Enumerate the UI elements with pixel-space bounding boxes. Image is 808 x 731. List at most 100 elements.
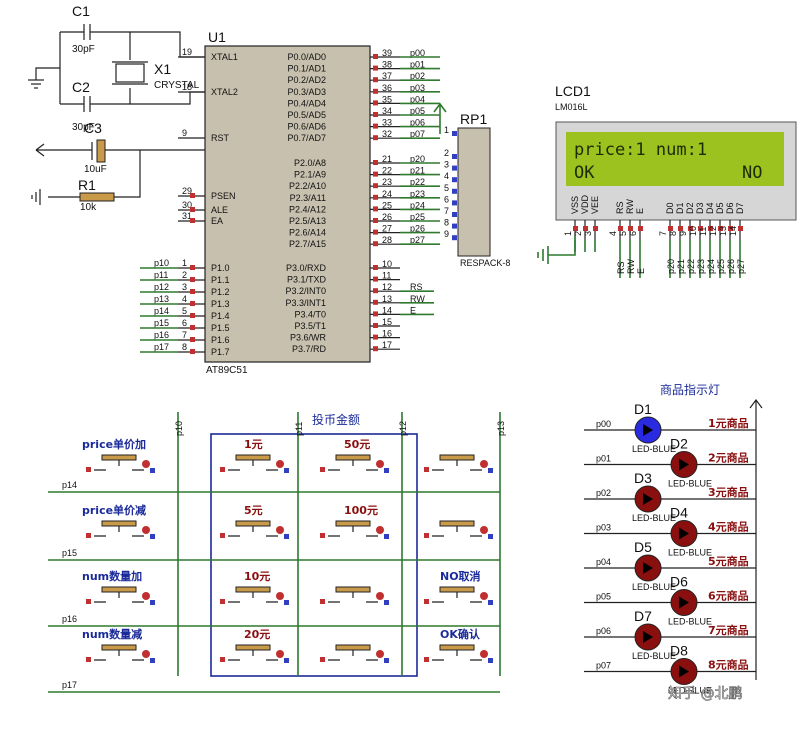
- mcu-pin-name: P2.6/A14: [289, 228, 326, 238]
- keypad-row-label: p17: [62, 680, 77, 690]
- mcu-p1-net: p14: [154, 306, 169, 316]
- led-part: LED-BLUE: [668, 479, 712, 489]
- keypad-row-label: p15: [62, 548, 77, 558]
- lcd-pin-number: 7: [658, 231, 668, 236]
- lcd-pin-number: 2: [573, 231, 583, 236]
- respack-pin-7: 7: [444, 206, 457, 217]
- lcd-ref: LCD1: [555, 83, 591, 99]
- mcu-pin-name: P0.0/AD0: [287, 52, 326, 62]
- mcu-pin-number: 37: [382, 71, 392, 81]
- mcu-pin-name: P1.4: [211, 311, 230, 321]
- lcd-pin-name: VEE: [590, 196, 600, 214]
- respack-pin-number: 2: [444, 148, 449, 158]
- respack-pin-8: 8: [444, 218, 457, 229]
- led-label: 5元商品: [708, 554, 749, 568]
- mcu-pin-number: 1: [182, 258, 187, 268]
- led-part: LED-BLUE: [668, 548, 712, 558]
- x1-value: CRYSTAL: [154, 80, 200, 91]
- mcu-pin-name: P1.2: [211, 287, 230, 297]
- mcu-pin-name: P3.7/RD: [292, 344, 327, 354]
- mcu-pin-name: PSEN: [211, 191, 236, 201]
- mcu-pin-name: P0.5/AD5: [287, 110, 326, 120]
- lcd-net-label: E: [636, 268, 646, 274]
- keypad-switch: 50元: [320, 438, 389, 473]
- led-net-label: p05: [596, 592, 611, 602]
- led-ref: D3: [634, 470, 652, 486]
- keypad-col-label: p12: [398, 421, 408, 436]
- mcu-pin-number: 21: [382, 154, 392, 164]
- mcu-pin-number: 23: [382, 177, 392, 187]
- mcu-net-label: p21: [410, 166, 425, 176]
- led-ref: D2: [670, 436, 688, 452]
- mcu-pin-number: 6: [182, 318, 187, 328]
- lcd-pin-name: D0: [665, 202, 675, 214]
- led-label: 3元商品: [708, 485, 749, 499]
- mcu-pin-name: P1.7: [211, 347, 230, 357]
- mcu-p1-net: p10: [154, 258, 169, 268]
- mcu-net-label: p27: [410, 235, 425, 245]
- led-label: 7元商品: [708, 623, 749, 637]
- mcu-net-label: p07: [410, 129, 425, 139]
- respack-pin-9: 9: [444, 229, 457, 241]
- mcu-pin-name: P3.0/RXD: [286, 263, 327, 273]
- mcu-pin-number: 39: [382, 48, 392, 58]
- mcu-net-label: p03: [410, 83, 425, 93]
- mcu-pin-number: 33: [382, 118, 392, 128]
- mcu-net-label: p20: [410, 154, 425, 164]
- keypad-col-label: p11: [294, 422, 304, 436]
- keypad-switch: num数量加: [82, 569, 155, 605]
- respack-pin-number: 5: [444, 183, 449, 193]
- keypad-row-label: p16: [62, 614, 77, 624]
- mcu-pin-number: 3: [182, 282, 187, 292]
- mcu-pin-name: P1.5: [211, 323, 230, 333]
- lcd-pin-number: 4: [608, 231, 618, 236]
- led-label: 1元商品: [708, 416, 749, 430]
- mcu-pin-name: EA: [211, 216, 223, 226]
- respack-ref: RP1: [460, 111, 487, 127]
- led-net-label: p07: [596, 661, 611, 671]
- mcu-pin-number: 5: [182, 306, 187, 316]
- mcu-pin-number: 36: [382, 83, 392, 93]
- mcu-pin-number: 30: [182, 200, 192, 210]
- led-ref: D4: [670, 505, 688, 521]
- led-net-label: p06: [596, 626, 611, 636]
- c2-value: 30pF: [72, 122, 95, 133]
- mcu-pin-name: P1.3: [211, 299, 230, 309]
- respack-pin-4: 4: [444, 171, 457, 183]
- mcu-pin-number: 29: [182, 186, 192, 196]
- mcu-pin-number: 17: [382, 340, 392, 350]
- respack-pin-5: 5: [444, 183, 457, 194]
- lcd-module: LCD1 LM016L price:1 num:1 OK NO VSS1VDD2…: [537, 83, 797, 278]
- mcu-pin-name: P2.7/A15: [289, 239, 326, 249]
- mcu-pin-name: P3.1/TXD: [287, 275, 327, 285]
- led-part: LED-BLUE: [632, 582, 676, 592]
- mcu-p1-net: p13: [154, 294, 169, 304]
- led-part: LED-BLUE: [632, 651, 676, 661]
- lcd-net-label: p27: [736, 259, 746, 274]
- lcd-pin-number: 6: [628, 231, 638, 236]
- keypad-switch: NO取消: [424, 569, 493, 605]
- c1-value: 30pF: [72, 44, 95, 55]
- mcu-pin-17: P3.7/RD 17: [292, 340, 400, 354]
- mcu-pin-name: P3.3/INT1: [285, 298, 326, 308]
- respack-pin-number: 9: [444, 229, 449, 239]
- coin-group-frame: [210, 433, 418, 677]
